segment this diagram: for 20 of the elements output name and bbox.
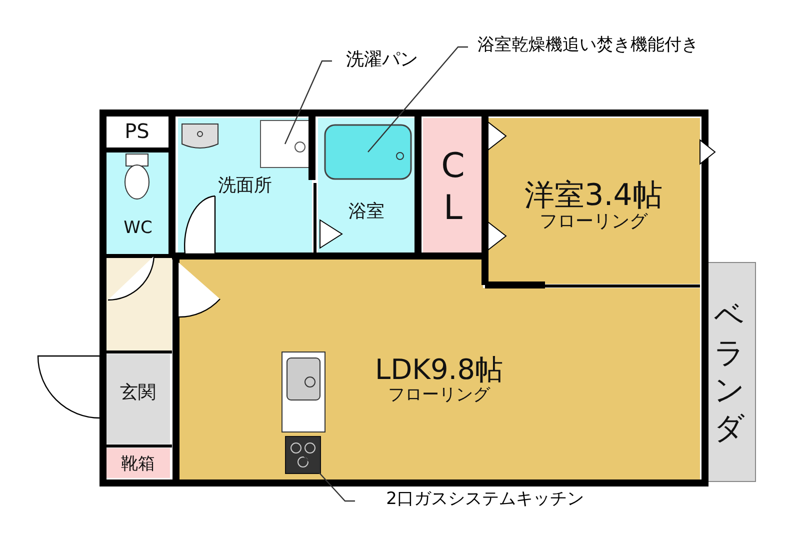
storage-area bbox=[106, 448, 170, 478]
floor-type-label: フローリング bbox=[388, 386, 490, 405]
room-area bbox=[487, 118, 700, 284]
bathtub-drawing bbox=[324, 124, 412, 180]
room-label: 洗面所 bbox=[218, 176, 272, 196]
leader-line bbox=[284, 60, 332, 144]
room-label: ベランダ bbox=[714, 297, 746, 447]
room-label: WC bbox=[124, 218, 152, 238]
room-label: 洋室3.4帖 bbox=[524, 178, 662, 212]
room-label: 靴箱 bbox=[121, 454, 155, 474]
room-label: 浴室 bbox=[348, 202, 384, 222]
room-label: LDK9.8帖 bbox=[374, 355, 504, 386]
floor-type-label: フローリング bbox=[540, 212, 648, 232]
washing-pan-drawing bbox=[260, 120, 310, 168]
room-label: CL bbox=[440, 144, 466, 230]
room-label: 玄関 bbox=[120, 383, 156, 403]
room-area bbox=[106, 354, 170, 444]
leader-line bbox=[302, 454, 355, 502]
gas-stove-drawing bbox=[285, 436, 321, 474]
room-label: PS bbox=[124, 120, 150, 142]
